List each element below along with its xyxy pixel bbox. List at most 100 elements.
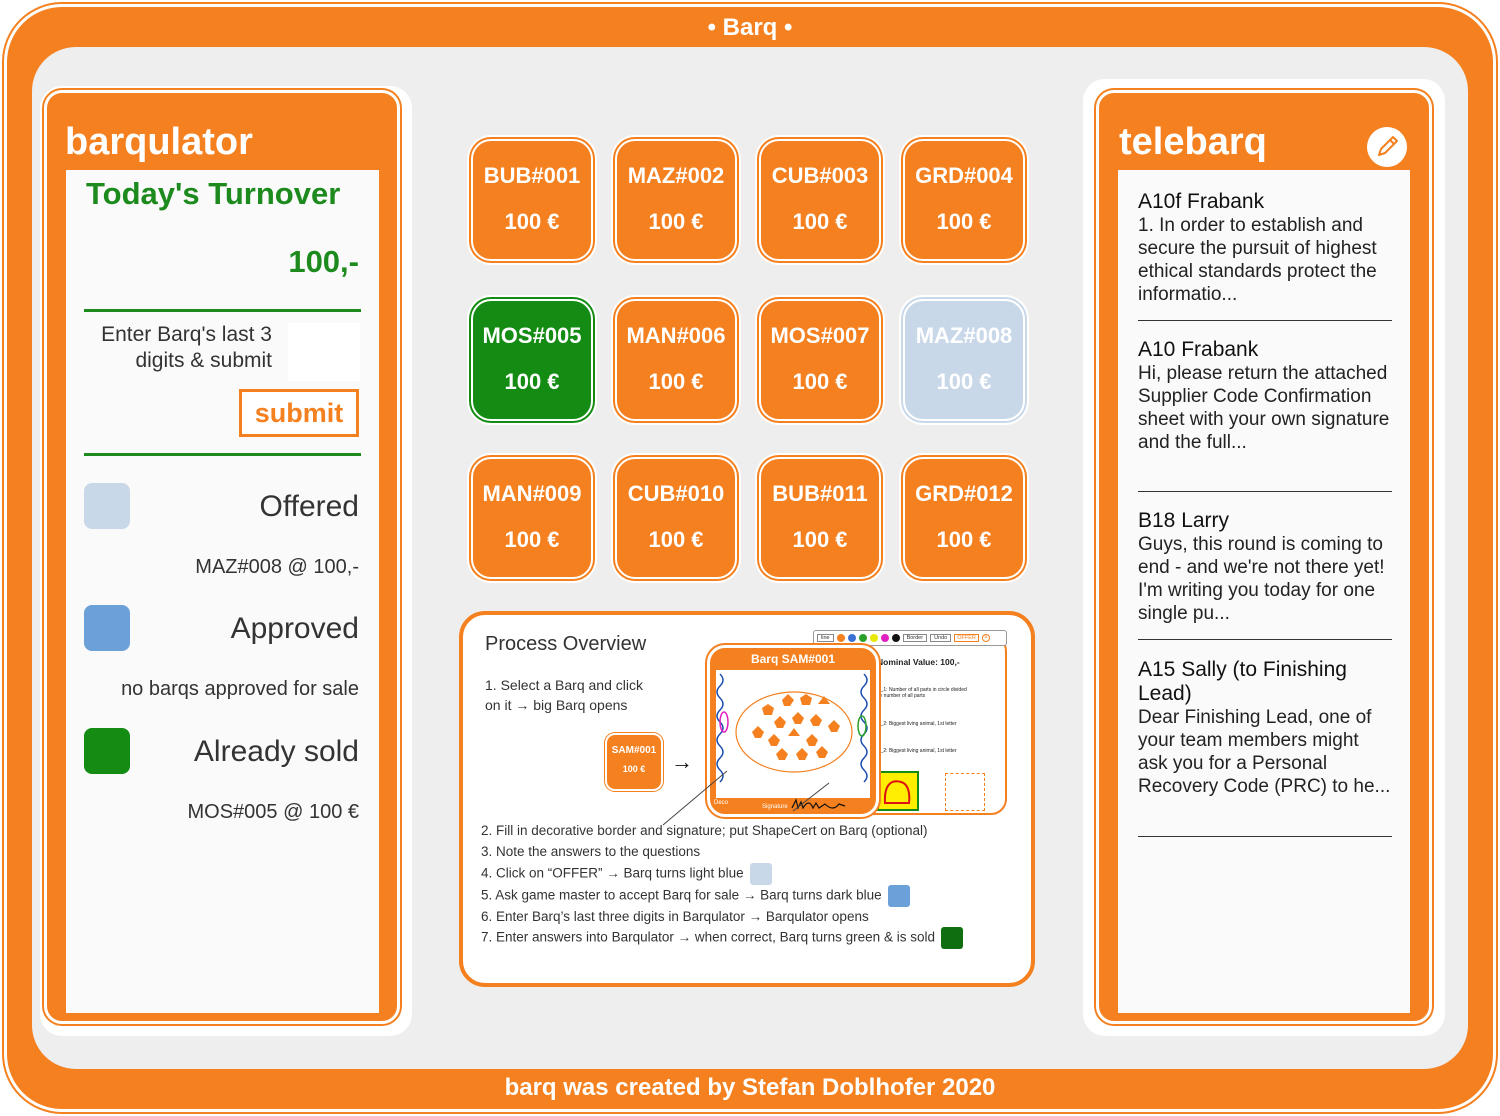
approved-swatch	[84, 605, 130, 651]
telebarq-body: A10f Frabank 1. In order to establish an…	[1118, 170, 1410, 1013]
barqulator-body: Today's Turnover 100,- Enter Barq's last…	[66, 170, 379, 1013]
barq-price: 100 €	[936, 369, 992, 394]
pencil-icon[interactable]	[1367, 127, 1407, 167]
process-step: 4. Click on “OFFER” → Barq turns light b…	[481, 862, 963, 885]
barq-price: 100 €	[648, 369, 704, 394]
process-title: Process Overview	[485, 633, 647, 655]
shapecert-placeholder	[945, 773, 985, 811]
process-step: 5. Ask game master to accept Barq for sa…	[481, 884, 963, 907]
message-item[interactable]: B18 Larry Guys, this round is coming to …	[1138, 509, 1392, 640]
divider	[84, 453, 361, 456]
message-title: A15 Sally (to Finishing Lead)	[1138, 658, 1347, 705]
barq-tile-wrapper: MAN#006 100 €	[611, 295, 741, 425]
barq-tile[interactable]: CUB#010 100 €	[615, 457, 737, 579]
digits-input[interactable]	[288, 323, 360, 381]
status-swatch	[749, 862, 772, 885]
message-item[interactable]: A10f Frabank 1. In order to establish an…	[1138, 190, 1392, 321]
sold-swatch	[84, 728, 130, 774]
message-item[interactable]: A10 Frabank Hi, please return the attach…	[1138, 338, 1392, 492]
nominal-value: Nominal Value: 100,-	[877, 657, 960, 667]
color-dot-icon[interactable]	[858, 634, 867, 642]
submit-button[interactable]: submit	[239, 389, 359, 437]
color-dot-icon[interactable]	[880, 634, 889, 642]
color-dot-icon[interactable]	[891, 634, 900, 642]
barq-name: GRD#004	[915, 163, 1013, 188]
color-dot-icon[interactable]	[869, 634, 878, 642]
sample-big-barq: Barq SAM#001	[707, 645, 879, 817]
offered-swatch	[84, 483, 130, 529]
question-3: C_2: Biggest living animal, 1st letter	[877, 748, 957, 754]
color-dot-icon[interactable]	[836, 634, 845, 642]
legend-approved-detail: no barqs approved for sale	[121, 678, 359, 700]
legend-offered-label: Offered	[259, 490, 359, 523]
barq-name: MAN#006	[626, 323, 726, 348]
process-overview: Process Overview 1. Select a Barq and cl…	[459, 611, 1035, 987]
process-step: 7. Enter answers into Barqulator → when …	[481, 927, 963, 950]
signature-label: Signature	[762, 804, 788, 810]
big-barq-canvas	[716, 670, 870, 798]
step-1-line: 1. Select a Barq and click	[485, 677, 643, 693]
app-title: • Barq •	[707, 14, 793, 41]
question-1: C_1: Number of all parts in circle divid…	[877, 687, 967, 699]
sample-barq-price: 100 €	[622, 764, 646, 774]
barq-price: 100 €	[792, 369, 848, 394]
barq-name: MOS#005	[482, 323, 582, 348]
barq-price: 100 €	[648, 209, 704, 234]
line-tool-button[interactable]: line	[817, 634, 834, 642]
offer-button[interactable]: OFFER	[954, 634, 979, 642]
process-steps: 2. Fill in decorative border and signatu…	[481, 821, 963, 950]
barqulator-panel: barqulator Today's Turnover 100,- Enter …	[44, 90, 400, 1024]
barq-tile[interactable]: MOS#005 100 €	[471, 299, 593, 421]
status-swatch	[940, 927, 963, 950]
process-step-text: 2. Fill in decorative border and signatu…	[481, 823, 928, 838]
barq-name: CUB#003	[771, 163, 869, 188]
process-step: 3. Note the answers to the questions	[481, 842, 963, 863]
barq-tile-wrapper: CUB#010 100 €	[611, 453, 741, 583]
message-preview: Hi, please return the attached Supplier …	[1138, 363, 1390, 453]
barq-price: 100 €	[792, 527, 848, 552]
shapecert-box	[877, 771, 919, 811]
telebarq-panel: telebarq A10f Frabank 1. In order to est…	[1096, 90, 1432, 1024]
barq-tile[interactable]: MAZ#008 100 €	[903, 299, 1025, 421]
barq-price: 100 €	[504, 369, 560, 394]
barq-price: 100 €	[648, 527, 704, 552]
message-item[interactable]: A15 Sally (to Finishing Lead) Dear Finis…	[1138, 658, 1392, 837]
footer-credit: barq was created by Stefan Doblhofer 202…	[504, 1074, 996, 1101]
process-step: 2. Fill in decorative border and signatu…	[481, 821, 963, 842]
message-title: A10f Frabank	[1138, 190, 1265, 213]
deco-label: Deco	[714, 800, 729, 806]
enter-digits-label: Enter Barq's last 3 digits & submit	[101, 323, 272, 372]
message-preview: Dear Finishing Lead, one of your team me…	[1138, 707, 1391, 797]
undo-button[interactable]: Undo	[930, 634, 952, 642]
arrow-right-icon: →	[671, 749, 693, 774]
color-dot-icon[interactable]	[847, 634, 856, 642]
process-step-text: 6. Enter Barq’s last three digits in Bar…	[481, 908, 869, 924]
barq-name: CUB#010	[627, 481, 725, 506]
turnover-title: Today's Turnover	[86, 176, 341, 211]
message-title: A10 Frabank	[1138, 338, 1259, 361]
barq-name: MAZ#008	[915, 323, 1013, 348]
status-swatch	[887, 884, 910, 907]
barqulator-heading: barqulator	[65, 121, 253, 163]
legend-approved-label: Approved	[230, 612, 359, 645]
process-step-text: 5. Ask game master to accept Barq for sa…	[481, 887, 882, 903]
telebarq-heading: telebarq	[1119, 121, 1267, 163]
border-tool-button[interactable]: Border	[902, 634, 928, 642]
pointer-lines	[662, 770, 830, 826]
barq-name: MAN#009	[482, 481, 582, 506]
barq-tile[interactable]: MAN#006 100 €	[615, 299, 737, 421]
barq-name: GRD#012	[915, 481, 1013, 506]
close-icon[interactable]: ×	[981, 634, 990, 642]
